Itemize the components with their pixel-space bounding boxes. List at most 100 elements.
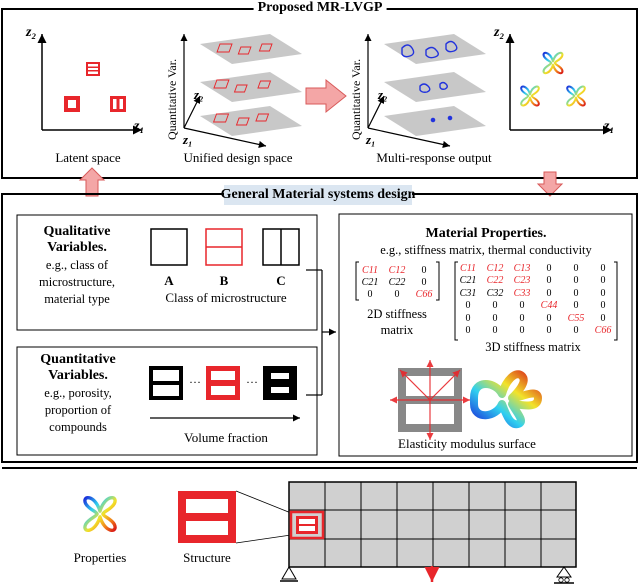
m3d-cell: C11 — [460, 263, 476, 274]
elasticity-structure-icon — [390, 360, 470, 440]
m3d-cell: C55 — [567, 312, 585, 324]
qualitative-line-3: material type — [44, 292, 110, 306]
right-support — [554, 566, 574, 584]
m3d-cell: 0 — [546, 312, 552, 324]
m3d-cell: 0 — [546, 325, 552, 336]
output-flower-1 — [542, 51, 564, 75]
m3d-cell: 0 — [600, 275, 606, 287]
pink-arrow-down — [536, 171, 564, 197]
m2d-cell: C21 — [361, 277, 379, 288]
bottom-structure-icon — [178, 491, 236, 543]
connector-lines — [306, 269, 336, 396]
qualitative-panel — [16, 214, 318, 331]
m2d-cell: C66 — [415, 289, 433, 300]
m3d-cell: C31 — [459, 287, 477, 299]
output-flower-3 — [566, 85, 586, 107]
quantitative-heading-1: Quantitative — [40, 352, 116, 367]
m3d-cell: 0 — [573, 287, 579, 299]
quantitative-heading-2: Variables. — [48, 368, 108, 383]
m3d-cell: C66 — [594, 325, 612, 336]
multi-response-plot — [364, 34, 486, 148]
structure-grid — [288, 481, 577, 568]
m3d-cell: C32 — [486, 287, 504, 299]
m3d-cell: 0 — [465, 325, 471, 336]
option-C-label: C — [276, 273, 286, 288]
pink-arrow-right — [305, 78, 347, 114]
m3d-cell: 0 — [546, 263, 552, 274]
output-flower-2 — [520, 85, 540, 107]
microstructure-A — [150, 228, 188, 266]
properties-subtitle: e.g., stiffness matrix, thermal conducti… — [380, 243, 592, 257]
left-support — [280, 566, 298, 582]
option-B-label: B — [219, 273, 229, 288]
multi-response-caption: Multi-response output — [376, 150, 492, 165]
latent-space-plot — [37, 34, 142, 135]
qualitative-line-1: e.g., class of — [45, 258, 109, 272]
latent-z2-label: z₂ — [26, 25, 37, 40]
m3d-cell: 0 — [573, 325, 579, 336]
pink-arrow-up — [78, 167, 106, 197]
bottom-properties-label: Properties — [73, 550, 127, 565]
m3d-cell: 0 — [492, 325, 498, 336]
m2d-cell: C11 — [362, 265, 378, 276]
m3d-cell: C12 — [486, 263, 504, 274]
m3d-cell: C44 — [540, 300, 558, 312]
multi-z1-label: z₁ — [366, 132, 376, 147]
m3d-cell: C22 — [486, 275, 504, 287]
m3d-cell: 0 — [519, 300, 525, 312]
multi-z2-label: z₂ — [378, 87, 388, 102]
m3d-cell: 0 — [600, 312, 606, 324]
output-space-plot — [505, 34, 612, 135]
middle-title-bg — [224, 185, 412, 205]
qualitative-line-2: microstructure, — [38, 275, 116, 289]
dots-1: ··· — [189, 375, 201, 389]
qualitative-heading-2: Variables. — [47, 240, 107, 255]
quantitative-line-2: proportion of — [44, 403, 112, 417]
class-caption: Class of microstructure — [165, 290, 287, 305]
m3d-cell: 0 — [573, 300, 579, 312]
bottom-structure-label: Structure — [183, 550, 231, 565]
m2d-caption-2: matrix — [380, 323, 414, 337]
m3d-cell: 0 — [492, 300, 498, 312]
m3d-cell: C23 — [513, 275, 531, 287]
m3d-cell: 0 — [519, 312, 525, 324]
unified-design-space-plot — [180, 34, 302, 148]
m3d-caption: 3D stiffness matrix — [485, 340, 581, 354]
latent-space-caption: Latent space — [55, 150, 121, 165]
option-A-label: A — [164, 273, 174, 288]
quantitative-line-3: compounds — [49, 420, 107, 434]
dots-2: ··· — [246, 375, 258, 389]
page-title: Proposed MR-LVGP — [253, 1, 387, 15]
m3d-cell: C13 — [513, 263, 531, 274]
m3d-cell: 0 — [546, 275, 552, 287]
m3d-cell: 0 — [465, 312, 471, 324]
output-z1-label: z₁ — [604, 119, 615, 134]
quantitative-line-1: e.g., porosity, — [44, 386, 112, 400]
properties-heading: Material Properties. — [425, 226, 547, 241]
elasticity-surface-icon — [470, 370, 542, 429]
m3d-cell: 0 — [492, 312, 498, 324]
unified-y-axis-label: Quantitative Var. — [165, 58, 179, 140]
elasticity-caption: Elasticity modulus surface — [398, 436, 536, 451]
m2d-caption-1: 2D stiffness — [367, 307, 427, 321]
volume-fraction-caption: Volume fraction — [184, 430, 268, 445]
m3d-cell: 0 — [519, 325, 525, 336]
output-z2-label: z₂ — [494, 25, 505, 40]
m3d-cell: 0 — [600, 263, 606, 274]
m3d-cell: 0 — [546, 287, 552, 299]
m3d-cell: C21 — [459, 275, 477, 287]
m3d-cell: C33 — [513, 287, 531, 299]
m3d-cell: 0 — [600, 300, 606, 312]
m2d-cell: 0 — [367, 289, 373, 300]
m3d-cell: 0 — [600, 287, 606, 299]
m3d-cell: 0 — [465, 300, 471, 312]
unified-space-caption: Unified design space — [183, 150, 293, 165]
latent-point-C — [110, 96, 126, 112]
unified-z1-label: z₁ — [183, 132, 193, 147]
unified-z2-label: z₂ — [194, 87, 204, 102]
volume-fraction-series — [149, 366, 297, 400]
properties-panel — [338, 213, 633, 457]
m2d-cell: C12 — [388, 265, 406, 276]
multi-y-axis-label: Quantitative Var. — [349, 58, 363, 140]
